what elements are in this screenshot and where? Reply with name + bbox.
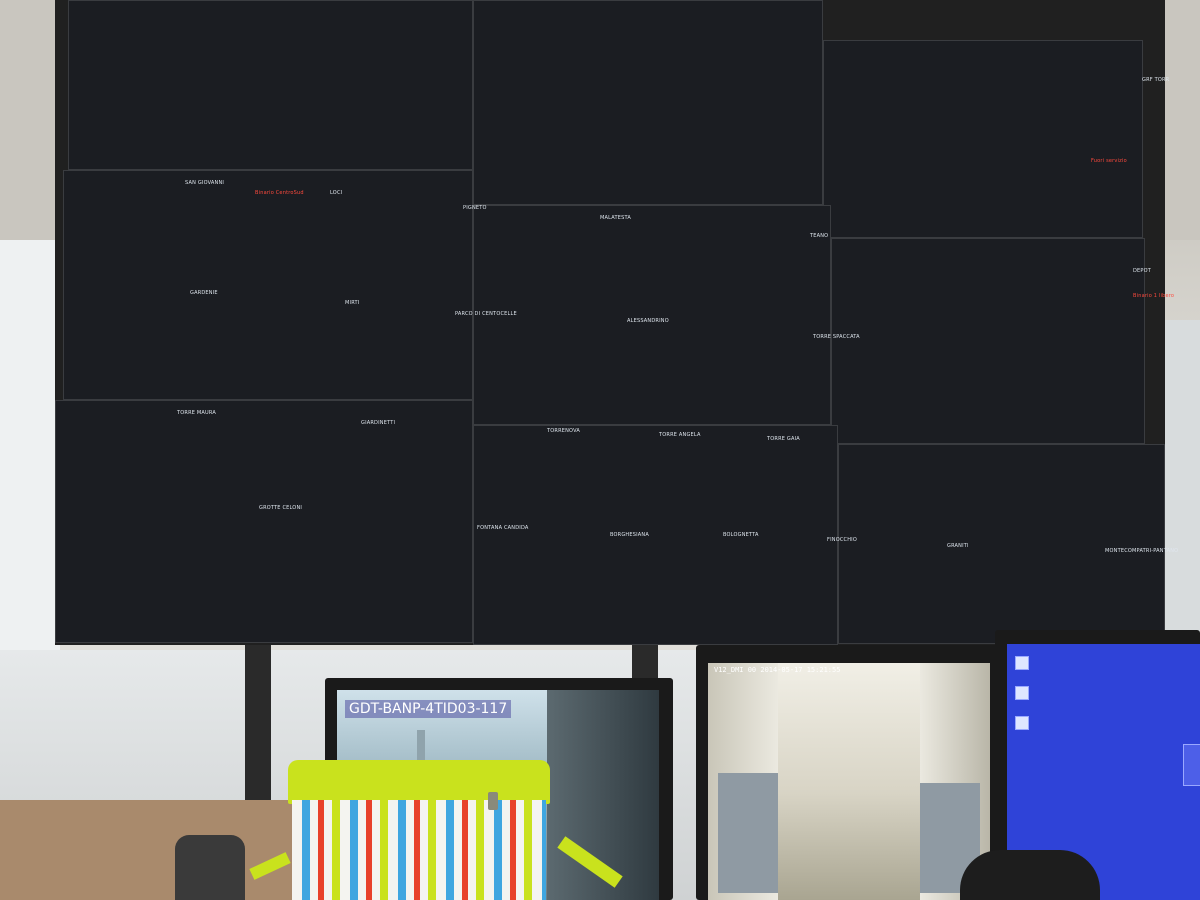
cctv-feed: V12_DMI 00 2014-05-17 15:21:55 bbox=[708, 663, 990, 900]
desk bbox=[0, 800, 300, 900]
station-label: TORRE ANGELA bbox=[659, 432, 701, 438]
station-label: GARDENIE bbox=[190, 290, 218, 296]
panel-line-e bbox=[838, 444, 1165, 644]
panel-blank-2 bbox=[473, 0, 823, 205]
wall-stand bbox=[245, 640, 271, 800]
cctv-seat bbox=[718, 773, 778, 893]
desktop-shortcut-icon[interactable] bbox=[1015, 686, 1029, 700]
desk-phone[interactable] bbox=[960, 850, 1100, 900]
desktop-window-edge[interactable] bbox=[1183, 744, 1200, 786]
station-label: Binario 1 libero bbox=[1133, 293, 1175, 299]
camera-timestamp: V12_DMI 00 2014-05-17 15:21:55 bbox=[714, 666, 841, 674]
desktop-shortcut-icon[interactable] bbox=[1015, 656, 1029, 670]
station-label: TORRE GAIA bbox=[767, 436, 800, 442]
cctv-monitor-right: V12_DMI 00 2014-05-17 15:21:55 bbox=[696, 645, 1000, 900]
station-label: LOCI bbox=[330, 190, 343, 196]
station-label: MONTECOMPATRI-PANTANO bbox=[1105, 548, 1179, 554]
station-label: GRANITI bbox=[947, 543, 969, 549]
station-label: ALESSANDRINO bbox=[627, 318, 669, 324]
station-label: MIRTI bbox=[345, 300, 360, 306]
panel-line-c bbox=[55, 400, 473, 643]
station-label: Fuori servizio bbox=[1091, 158, 1127, 164]
station-label: DEPOT bbox=[1133, 268, 1152, 274]
panel-depot bbox=[831, 238, 1145, 444]
station-label: BOLOGNETTA bbox=[723, 532, 759, 538]
station-label: TORRE SPACCATA bbox=[813, 334, 860, 340]
station-label: SAN GIOVANNI bbox=[185, 180, 225, 186]
video-wall: SAN GIOVANNI Binario CentroSud LOCI PIGNETO… bbox=[54, 0, 1178, 645]
desktop-shortcut-icon[interactable] bbox=[1015, 716, 1029, 730]
panel-blank-1 bbox=[68, 0, 473, 170]
station-label: FONTANA CANDIDA bbox=[477, 525, 529, 531]
station-label: GRF TORR bbox=[1142, 77, 1170, 83]
station-label: GIARDINETTI bbox=[361, 420, 396, 426]
station-label: BORGHESIANA bbox=[610, 532, 649, 538]
station-label: GROTTE CELONI bbox=[259, 505, 303, 511]
lunch-bag bbox=[288, 760, 550, 900]
panel-line-d bbox=[473, 425, 838, 645]
bag-lid bbox=[288, 760, 550, 804]
chair bbox=[175, 835, 245, 900]
station-label: MALATESTA bbox=[600, 215, 631, 221]
panel-line-b bbox=[473, 205, 831, 425]
station-label: TEANO bbox=[810, 233, 829, 239]
station-label: FINOCCHIO bbox=[827, 537, 857, 543]
panel-line-a bbox=[63, 170, 473, 400]
station-label: TORRE MAURA bbox=[177, 410, 216, 416]
panel-yard-north bbox=[823, 40, 1143, 238]
station-label: Binario CentroSud bbox=[255, 190, 304, 196]
camera-title: GDT-BANP-4TID03-117 bbox=[345, 700, 512, 718]
station-label: TORRENOVA bbox=[547, 428, 581, 434]
station-label: PARCO DI CENTOCELLE bbox=[455, 311, 517, 317]
station-label: PIGNETO bbox=[463, 205, 487, 211]
bag-body bbox=[292, 800, 546, 900]
zipper-icon bbox=[488, 792, 498, 810]
